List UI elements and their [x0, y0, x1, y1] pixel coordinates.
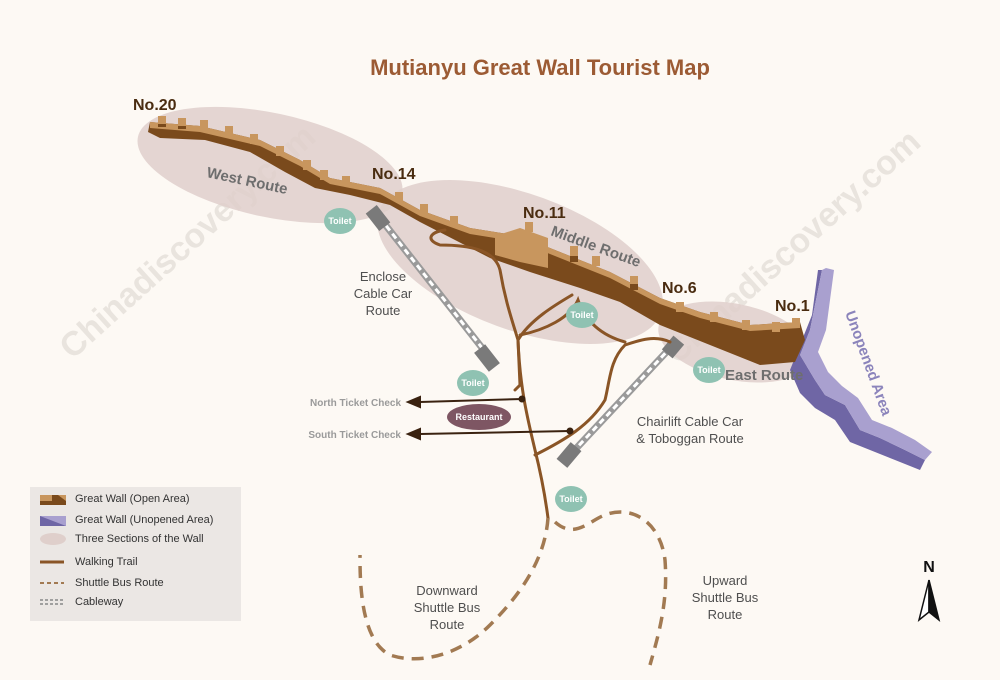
svg-text:Upward: Upward — [703, 573, 748, 588]
svg-text:Toilet: Toilet — [697, 365, 720, 375]
enclose-cable-route-label: Enclose Cable Car Route — [354, 269, 413, 318]
chairlift-cableway — [556, 335, 685, 468]
toilet-marker[interactable]: Toilet — [457, 370, 489, 396]
svg-text:Toilet: Toilet — [328, 216, 351, 226]
map-legend: Great Wall (Open Area) Great Wall (Unope… — [30, 487, 241, 621]
legend-shuttle-label: Shuttle Bus Route — [75, 577, 164, 589]
walking-trail-swatch — [40, 556, 66, 568]
tower-label-no14: No.14 — [372, 166, 416, 183]
svg-text:Toilet: Toilet — [559, 494, 582, 504]
svg-text:Enclose: Enclose — [360, 269, 406, 284]
legend-sections-label: Three Sections of the Wall — [75, 533, 204, 545]
svg-text:N: N — [923, 559, 935, 576]
toilet-marker[interactable]: Toilet — [693, 357, 725, 383]
north-compass-icon: N — [917, 559, 941, 622]
legend-walking: Walking Trail — [40, 556, 138, 568]
svg-text:Route: Route — [708, 607, 743, 622]
svg-text:Shuttle Bus: Shuttle Bus — [692, 590, 759, 605]
toilet-marker[interactable]: Toilet — [566, 302, 598, 328]
legend-shuttle: Shuttle Bus Route — [40, 577, 164, 589]
legend-unopened-wall: Great Wall (Unopened Area) — [40, 514, 213, 526]
svg-text:Route: Route — [430, 617, 465, 632]
svg-text:Toilet: Toilet — [461, 378, 484, 388]
toilet-marker[interactable]: Toilet — [324, 208, 356, 234]
legend-cableway-label: Cableway — [75, 596, 124, 608]
tower-label-no6: No.6 — [662, 280, 697, 297]
restaurant-marker[interactable]: Restaurant — [447, 404, 511, 430]
svg-text:Route: Route — [366, 303, 401, 318]
map-title: Mutianyu Great Wall Tourist Map — [370, 55, 710, 80]
svg-text:Shuttle Bus: Shuttle Bus — [414, 600, 481, 615]
cableway-swatch — [40, 596, 66, 608]
svg-text:& Toboggan Route: & Toboggan Route — [636, 431, 743, 446]
legend-cableway: Cableway — [40, 596, 123, 608]
walking-trails — [429, 228, 672, 520]
svg-text:Cable Car: Cable Car — [354, 286, 413, 301]
svg-text:Downward: Downward — [416, 583, 477, 598]
toilet-marker[interactable]: Toilet — [555, 486, 587, 512]
legend-sections: Three Sections of the Wall — [40, 533, 204, 545]
great-wall-open — [148, 116, 805, 365]
tower-label-no1: No.1 — [775, 298, 810, 315]
upward-shuttle-label: Upward Shuttle Bus Route — [692, 573, 759, 622]
tower-label-no20: No.20 — [133, 97, 177, 114]
shuttle-route-swatch — [40, 577, 66, 589]
svg-text:Chairlift Cable Car: Chairlift Cable Car — [637, 414, 744, 429]
svg-text:Restaurant: Restaurant — [455, 412, 502, 422]
east-route-label: East Route — [725, 367, 803, 384]
legend-walking-label: Walking Trail — [75, 556, 138, 568]
chairlift-route-label: Chairlift Cable Car & Toboggan Route — [636, 414, 744, 446]
legend-open-wall: Great Wall (Open Area) — [40, 493, 190, 505]
unopened-wall-swatch — [40, 514, 66, 526]
open-wall-swatch — [40, 493, 66, 505]
tower-label-no11: No.11 — [523, 205, 566, 222]
south-ticket-check-label: South Ticket Check — [308, 430, 401, 441]
north-ticket-check-label: North Ticket Check — [310, 398, 401, 409]
legend-open-wall-label: Great Wall (Open Area) — [75, 493, 190, 505]
unopened-wall — [790, 268, 932, 470]
downward-shuttle-label: Downward Shuttle Bus Route — [414, 583, 481, 632]
enclose-cableway — [365, 205, 500, 372]
legend-unopened-wall-label: Great Wall (Unopened Area) — [75, 514, 214, 526]
ticket-arrows — [405, 395, 574, 441]
shuttle-bus-routes — [358, 510, 668, 666]
svg-text:Toilet: Toilet — [570, 310, 593, 320]
section-swatch — [40, 533, 66, 545]
